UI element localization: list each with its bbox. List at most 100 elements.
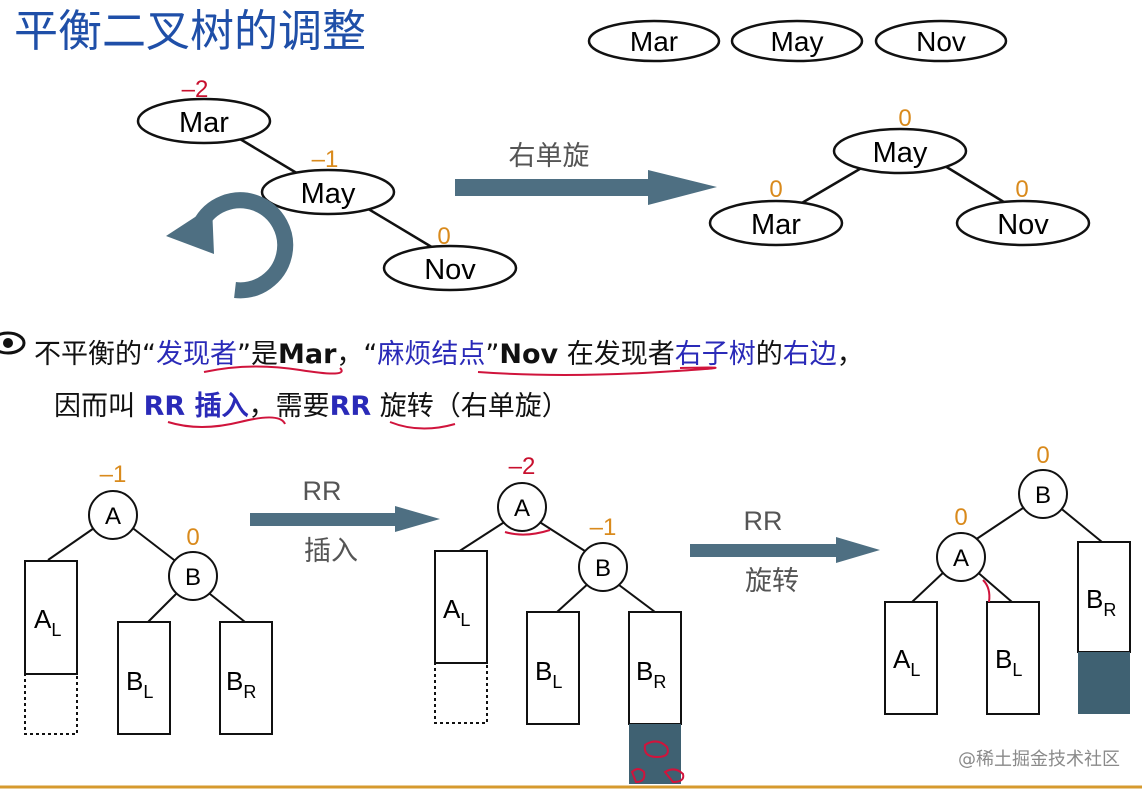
rr-rotate-arrow-line1: RR xyxy=(744,506,783,536)
d3-label-al: AL xyxy=(893,644,920,680)
rotation-arrow-head xyxy=(648,170,717,205)
d1-edge-a-b xyxy=(129,525,179,564)
d2-node-b-label: B xyxy=(595,555,611,582)
d2-node-a xyxy=(497,482,547,532)
d1-edge-b-br xyxy=(204,589,246,623)
d2-node-b xyxy=(578,542,628,592)
rotation-arrow: 右单旋 xyxy=(455,141,717,205)
rr-term: RR xyxy=(330,391,372,422)
d2-node-a-label: A xyxy=(514,495,530,522)
legend-node-may xyxy=(730,19,864,63)
d2-edge-b-br xyxy=(614,581,656,613)
d3-node-b xyxy=(1018,469,1068,519)
rr-insert-term: RR 插入 xyxy=(144,391,249,422)
discoverer-term: 发现者 xyxy=(156,339,237,370)
tree-node-may-label: May xyxy=(301,178,356,210)
line1-part1: 不平衡的“ xyxy=(34,339,156,370)
term-nov: Nov xyxy=(499,339,558,370)
line1-part3: ，“ xyxy=(336,339,377,370)
balance-factor-nov: 0 xyxy=(437,223,450,250)
d2-edge-a-b xyxy=(537,520,589,554)
line1-part2: ”是 xyxy=(237,339,278,370)
d3-label-br: BR xyxy=(1086,584,1116,620)
line2-part2: ，需要 xyxy=(249,391,330,422)
after-node-nov-label: Nov xyxy=(997,209,1049,241)
d2-inserted-node-block xyxy=(629,724,681,784)
d1-subtree-al-placeholder xyxy=(24,673,78,735)
rr-insert-arrow-line1: RR xyxy=(303,476,342,506)
d1-factor-b: 0 xyxy=(186,524,199,551)
d3-factor-b: 0 xyxy=(1036,442,1049,469)
line1-part7: ， xyxy=(837,339,864,370)
legend-node-nov xyxy=(874,19,1008,63)
eye-bullet-icon xyxy=(0,331,26,355)
d2-scribble-marks xyxy=(504,529,685,784)
d3-subtree-bl xyxy=(986,601,1040,715)
d2-edge-b-bl xyxy=(556,581,591,613)
d1-label-al: AL xyxy=(34,604,61,640)
after-node-mar-label: Mar xyxy=(751,209,801,241)
handwritten-underlines xyxy=(167,365,717,430)
d3-edge-b-a xyxy=(974,505,1027,541)
tree-node-nov xyxy=(382,244,518,292)
d1-label-br: BR xyxy=(226,666,256,702)
legend-node-nov-label: Nov xyxy=(916,26,966,57)
underline-troublemaker xyxy=(477,366,717,376)
d3-node-b-label: B xyxy=(1035,482,1051,509)
line1-part6: 的 xyxy=(756,339,783,370)
rr-rotate-arrow-head xyxy=(836,537,880,563)
d2-edge-a-al xyxy=(457,520,507,553)
watermark: @稀土掘金技术社区 xyxy=(958,749,1120,770)
d1-factor-a: –1 xyxy=(100,461,127,488)
d1-subtree-al xyxy=(24,560,78,675)
rr-rotate-arrow-line2: 旋转 xyxy=(745,566,799,597)
rr-insert-arrow-head xyxy=(395,506,440,532)
d2-subtree-al-placeholder xyxy=(434,662,488,724)
rotation-arrow-label: 右单旋 xyxy=(509,141,590,172)
d1-node-a-label: A xyxy=(105,503,121,530)
d3-inserted-node-block xyxy=(1078,652,1130,714)
underline-rr xyxy=(389,421,456,430)
d1-label-bl: BL xyxy=(126,666,153,702)
after-factor-may: 0 xyxy=(898,105,911,132)
rr-insert-arrow: RR 插入 xyxy=(250,476,440,567)
d3-edge-b-br xyxy=(1057,505,1103,543)
underline-rr-insert xyxy=(167,416,286,428)
balance-factor-mar: –2 xyxy=(182,76,209,103)
slide-title: 平衡二叉树的调整 xyxy=(14,6,366,57)
d1-node-b-label: B xyxy=(185,564,201,591)
legend-node-mar-label: Mar xyxy=(630,26,678,57)
general-diagram-1: A –1 B 0 AL BL BR xyxy=(24,461,273,735)
before-tree: Mar –2 May –1 Nov 0 xyxy=(136,76,518,292)
tree-node-mar xyxy=(136,97,272,145)
after-node-may-label: May xyxy=(873,137,928,169)
after-factor-nov: 0 xyxy=(1015,176,1028,203)
edge-may-mar xyxy=(794,161,871,209)
d2-label-br: BR xyxy=(636,656,666,692)
tree-node-may xyxy=(260,168,396,216)
d3-edge-a-al xyxy=(911,569,947,603)
troublemaker-term: 麻烦结点 xyxy=(377,339,485,370)
d3-subtree-al xyxy=(884,601,938,715)
rr-insert-arrow-line2: 插入 xyxy=(304,536,358,567)
underline-discoverer xyxy=(203,365,343,375)
edge-may-nov-after xyxy=(939,161,1013,209)
d1-node-a xyxy=(88,490,138,540)
rr-rotate-arrow: RR 旋转 xyxy=(690,506,880,597)
d1-edge-a-al xyxy=(47,525,98,561)
after-tree: May 0 Mar 0 Nov 0 xyxy=(708,105,1091,247)
line2-part3: 旋转（右单旋） xyxy=(371,391,569,422)
explanation-line-2: 因而叫 RR 插入，需要RR 旋转（右单旋） xyxy=(54,391,569,422)
d3-node-a xyxy=(936,532,986,582)
right-side-term: 右边 xyxy=(783,339,837,370)
explanation-line-1: 不平衡的“发现者”是Mar，“麻烦结点”Nov 在发现者右子树的右边， xyxy=(34,339,864,370)
line1-part5: 在发现者 xyxy=(558,339,675,370)
tree-node-mar-label: Mar xyxy=(179,107,229,139)
d3-subtree-br xyxy=(1077,541,1131,653)
d1-node-b xyxy=(168,551,218,601)
d3-label-bl: BL xyxy=(995,644,1022,680)
after-factor-mar: 0 xyxy=(769,176,782,203)
line2-part1: 因而叫 xyxy=(54,391,144,422)
d3-edge-a-bl xyxy=(974,569,1013,603)
general-diagram-2: A –2 B –1 AL BL BR xyxy=(434,453,685,784)
